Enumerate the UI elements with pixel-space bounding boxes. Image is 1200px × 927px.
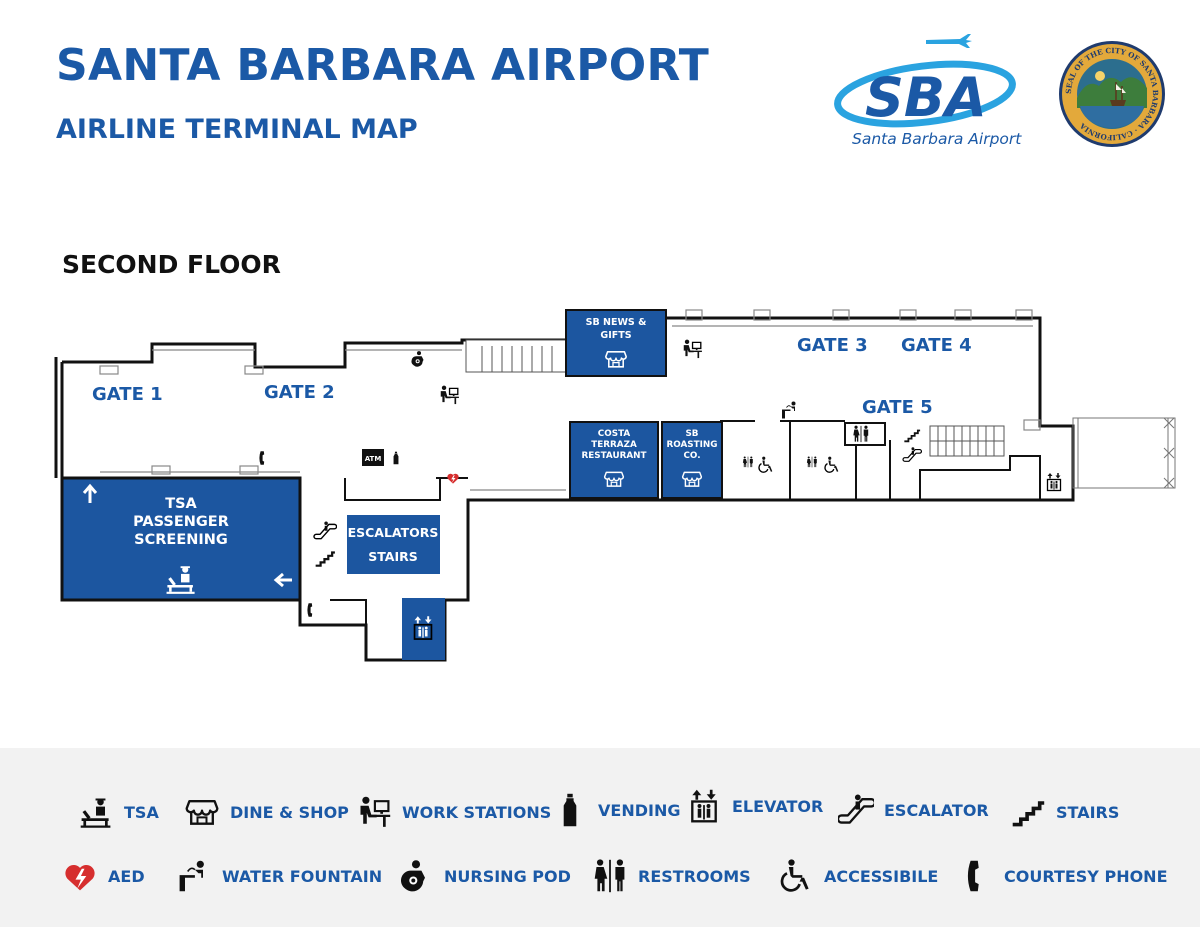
roasting-label-3: CO. [683,451,700,461]
accessible-icon [824,456,839,473]
legend-label: ELEVATOR [732,796,824,816]
shop-sb-roasting[interactable]: SB ROASTING CO. [661,421,723,499]
stairs-icon [904,429,921,443]
legend-label: COURTESY PHONE [1004,866,1168,886]
stair-strip [465,339,567,373]
news-label-1: SB NEWS & [586,317,647,328]
page-subtitle: AIRLINE TERMINAL MAP [56,114,418,145]
plane-icon [926,34,972,48]
legend-item-water-fountain: WATER FOUNTAIN [176,858,382,894]
legend-label: NURSING POD [444,866,571,886]
floor-label: SECOND FLOOR [62,250,281,279]
legend-item-work-station: WORK STATIONS [356,794,551,830]
nursing-pod-icon [398,858,434,894]
news-label-2: GIFTS [600,330,631,341]
work-station-icon [440,384,460,405]
elevator-icon [1046,472,1062,492]
sba-logo-text: SBA [865,66,987,129]
legend-label: ESCALATOR [884,800,989,820]
elevator-area[interactable] [402,598,445,660]
legend-item-stairs: STAIRS [1010,794,1119,830]
legend-label: STAIRS [1056,802,1120,822]
tsa-label-2: PASSENGER [133,514,229,530]
stairs-icon [1010,794,1046,830]
jet-bridge [1072,417,1176,489]
legend-label: RESTROOMS [638,866,751,886]
work-station-icon [683,338,703,359]
legend-label: DINE & SHOP [230,802,349,822]
tsa-label-3: SCREENING [134,532,228,548]
costa-label-1: COSTA [598,429,631,439]
work-station-icon [356,794,392,830]
city-seal: SEAL OF THE CITY OF SANTA BARBARA · CALI… [1059,41,1165,147]
aed-icon [447,473,459,484]
gate-1-label: GATE 1 [92,384,163,405]
legend-item-accessible: ACCESSIBILE [778,858,938,894]
legend-item-elevator: ELEVATOR [686,788,823,824]
terminal-floor-plan: TSA PASSENGER SCREENING ESCALATORS STAIR… [54,309,1176,662]
dine-shop-icon [184,794,220,830]
atm-label: ATM [365,455,382,463]
legend-item-restrooms: RESTROOMS [592,858,751,894]
legend-item-escalator: ESCALATOR [838,792,989,828]
escalators-label: ESCALATORS [348,525,439,540]
costa-label-2: TERRAZA [591,440,637,450]
page-title: SANTA BARBARA AIRPORT [56,40,710,91]
courtesy-phone-icon [307,603,313,617]
legend-label: AED [108,866,145,886]
gate-4-label: GATE 4 [901,335,972,356]
arrow-left-icon [273,572,292,588]
costa-label-3: RESTAURANT [581,451,646,461]
accessible-icon [778,858,814,894]
legend-label: WATER FOUNTAIN [222,866,383,886]
escalator-bank [929,425,1005,457]
men-restroom-icon [742,456,753,468]
escalator-icon [313,520,337,540]
sba-logo: SBA Santa Barbara Airport [834,34,1022,148]
map-legend: TSA DINE & SHOP WORK STATIONS VENDING ELEVAT… [0,748,1200,927]
vending-icon [393,451,399,465]
gate-2-label: GATE 2 [264,382,335,403]
legend-item-courtesy-phone: COURTESY PHONE [958,858,1168,894]
legend-item-vending: VENDING [552,792,680,828]
water-fountain-icon [781,401,796,419]
shop-sb-news-gifts[interactable]: SB NEWS & GIFTS [565,309,667,377]
roasting-label-1: SB [685,429,698,439]
stairs-icon [315,551,335,567]
legend-item-aed: AED [62,858,145,894]
legend-label: VENDING [598,800,681,820]
vending-icon [552,792,588,828]
gate-5-label: GATE 5 [862,397,933,418]
tsa-label: TSA [165,496,197,512]
sba-logo-caption: Santa Barbara Airport [852,130,1022,148]
tsa-screening-area: TSA PASSENGER SCREENING [60,476,302,602]
escalators-stairs-area[interactable]: ESCALATORS STAIRS [347,515,440,574]
nursing-pod-icon [411,351,424,367]
water-fountain-icon [176,858,212,894]
arrow-up-icon [82,483,98,503]
atm-icon: ATM [362,449,384,466]
gate-3-label: GATE 3 [797,335,868,356]
restrooms-icon [592,858,628,894]
stairs-label: STAIRS [368,549,418,564]
legend-label: TSA [124,802,159,822]
escalator-icon [838,792,874,828]
legend-label: WORK STATIONS [402,802,552,822]
accessible-icon [758,456,773,473]
legend-item-tsa: TSA [78,794,159,830]
roasting-label-2: ROASTING [666,440,717,450]
women-restroom-icon [806,456,817,468]
aed-icon [62,858,98,894]
legend-item-nursing-pod: NURSING POD [398,858,571,894]
escalator-icon [902,446,922,462]
shop-costa-terraza[interactable]: COSTA TERRAZA RESTAURANT [569,421,659,499]
legend-item-dine-shop: DINE & SHOP [184,794,349,830]
elevator-icon [686,788,722,824]
legend-label: ACCESSIBILE [824,866,939,886]
courtesy-phone-icon [958,858,994,894]
tsa-icon [78,794,114,830]
courtesy-phone-icon [259,451,265,465]
